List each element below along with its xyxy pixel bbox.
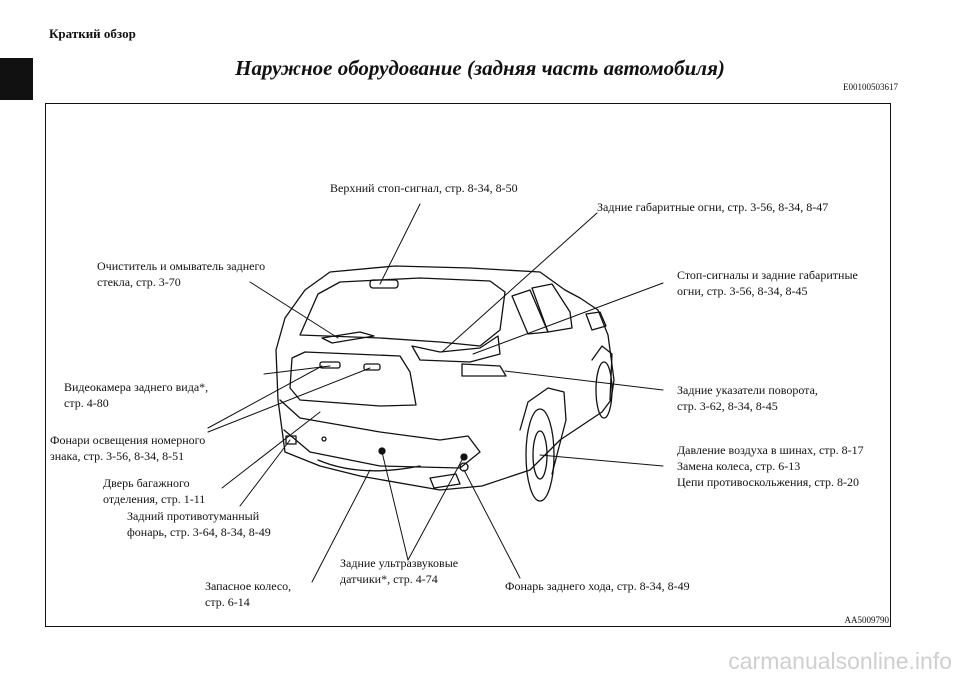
rear-tire — [525, 408, 555, 502]
bumper-dot — [321, 436, 327, 442]
label-spare-line1: Запасное колесо, — [205, 579, 292, 593]
label-camera-line1: Видеокамера заднего вида*, — [64, 380, 209, 394]
figure-code: AA5009790 — [844, 615, 890, 625]
label-brake-line1: Стоп-сигналы и задние габаритные — [677, 268, 858, 282]
leader-lines — [207, 203, 664, 583]
label-fog-line2: фонарь, стр. 3-64, 8-34, 8-49 — [127, 525, 271, 539]
watermark-text: carmanualsonline.info — [728, 648, 952, 674]
car-body-outline — [275, 265, 615, 491]
turn-lamp — [461, 363, 507, 377]
label-tire-line3: Цепи противоскольжения, стр. 8-20 — [677, 475, 860, 489]
section-title: Краткий обзор — [49, 26, 136, 41]
section-tab-marker — [0, 58, 33, 100]
label-turn-line1: Задние указатели поворота, — [677, 383, 818, 397]
document-code: E00100503617 — [843, 82, 898, 92]
ultrasonic-sensor-right — [460, 453, 468, 461]
label-sensors-line2: датчики*, стр. 4-74 — [340, 572, 438, 586]
label-rear-position-lamps: Задние габаритные огни, стр. 3-56, 8-34,… — [597, 200, 829, 214]
label-brake-lamps: Стоп-сигналы и задние габаритные огни, с… — [677, 267, 858, 299]
label-wiper-line1: Очиститель и омыватель заднего — [97, 259, 266, 273]
label-tailgate-line1: Дверь багажного — [103, 476, 190, 490]
label-sensors: Задние ультразвуковые датчики*, стр. 4-7… — [340, 555, 458, 587]
label-spare-line2: стр. 6-14 — [205, 595, 250, 609]
label-camera: Видеокамера заднего вида*, стр. 4-80 — [64, 379, 208, 411]
rear-wiper — [321, 331, 375, 344]
label-tailgate: Дверь багажного отделения, стр. 1-11 — [103, 475, 205, 507]
label-high-stop-lamp: Верхний стоп-сигнал, стр. 8-34, 8-50 — [330, 181, 518, 195]
high-stop-lamp — [369, 279, 399, 289]
label-tailgate-line2: отделения, стр. 1-11 — [103, 492, 206, 506]
tail-lamp — [411, 335, 501, 363]
side-mirror — [585, 311, 607, 331]
rear-bumper — [279, 399, 481, 469]
side-window-rear — [511, 289, 549, 335]
label-tire-line1: Давление воздуха в шинах, стр. 8-17 — [677, 443, 864, 457]
label-brake-line2: огни, стр. 3-56, 8-34, 8-45 — [677, 284, 808, 298]
label-plate-line2: знака, стр. 3-56, 8-34, 8-51 — [50, 449, 185, 463]
label-fog-line1: Задний противотуманный — [127, 509, 260, 523]
rear-rim — [532, 430, 548, 480]
label-wiper-line2: стекла, стр. 3-70 — [97, 275, 181, 289]
label-spare-wheel: Запасное колесо, стр. 6-14 — [205, 578, 291, 610]
plate-lamp-right — [363, 363, 381, 371]
label-sensors-line1: Задние ультразвуковые — [340, 556, 459, 570]
label-plate-line1: Фонари освещения номерного — [50, 433, 206, 447]
front-tire — [595, 361, 613, 419]
front-wheel-arch — [591, 345, 613, 401]
label-tire-line2: Замена колеса, стр. 6-13 — [677, 459, 801, 473]
spare-tire — [317, 459, 421, 472]
fog-lamp — [285, 435, 297, 445]
plate-lamp-left — [319, 361, 341, 369]
label-fog-lamp: Задний противотуманный фонарь, стр. 3-64… — [127, 508, 271, 540]
rear-window — [299, 277, 506, 347]
label-tires: Давление воздуха в шинах, стр. 8-17 Заме… — [677, 442, 864, 490]
tailgate-outline — [289, 351, 417, 407]
rear-wheel-arch — [519, 387, 567, 475]
label-camera-line2: стр. 4-80 — [64, 396, 109, 410]
page-title: Наружное оборудование (задняя часть авто… — [235, 56, 725, 80]
label-plate-lamps: Фонари освещения номерного знака, стр. 3… — [50, 432, 205, 464]
label-wiper: Очиститель и омыватель заднего стекла, с… — [97, 258, 265, 290]
label-reverse-lamp: Фонарь заднего хода, стр. 8-34, 8-49 — [505, 579, 690, 593]
exhaust-pipe — [429, 473, 461, 489]
label-turn-signals: Задние указатели поворота, стр. 3-62, 8-… — [677, 382, 818, 414]
label-turn-line2: стр. 3-62, 8-34, 8-45 — [677, 399, 778, 413]
figure-frame — [45, 103, 891, 627]
